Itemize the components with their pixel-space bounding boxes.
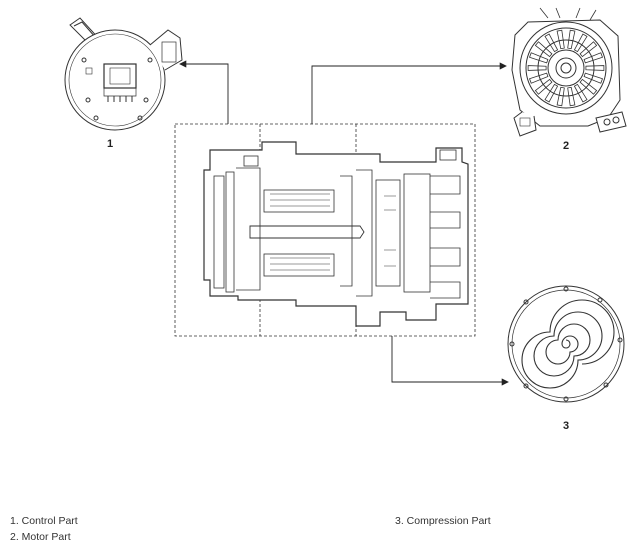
connector-arrows <box>179 60 509 386</box>
stator-tooth <box>544 83 559 103</box>
stator-tooth <box>534 41 553 58</box>
stator-tooth <box>528 72 549 84</box>
stator-tooth <box>579 41 598 58</box>
stator-tooth <box>583 72 604 84</box>
stator-tooth <box>567 86 576 107</box>
compressor-exploded-diagram: 1 2 3 <box>64 7 627 432</box>
stator-tooth <box>583 52 604 64</box>
control-part-illustration <box>64 17 183 131</box>
stator-tooth <box>556 29 565 50</box>
motor-part-illustration <box>511 7 627 137</box>
stator-tooth <box>573 83 588 103</box>
stator-tooth <box>556 86 565 107</box>
stator-tooth <box>573 33 588 53</box>
compression-part-illustration <box>507 285 625 403</box>
compressor-cross-section <box>174 123 476 337</box>
legend-item-motor-part: 2. Motor Part <box>10 531 71 543</box>
stator-tooth <box>567 29 576 50</box>
arrow-to-motor-part <box>311 62 507 124</box>
legend-item-control-part: 1. Control Part <box>10 515 78 527</box>
stator-tooth <box>528 52 549 64</box>
callout-1: 1 <box>107 138 113 150</box>
callout-2: 2 <box>563 140 569 152</box>
arrow-to-compression-part <box>391 336 509 386</box>
stator-tooth <box>527 65 547 71</box>
arrow-to-control-part <box>179 60 229 124</box>
legend-item-compression-part: 3. Compression Part <box>395 515 491 527</box>
callout-3: 3 <box>563 420 569 432</box>
stator-tooth <box>534 78 553 95</box>
stator-tooth <box>579 78 598 95</box>
stator-tooth <box>585 65 605 71</box>
stator-tooth <box>544 33 559 53</box>
